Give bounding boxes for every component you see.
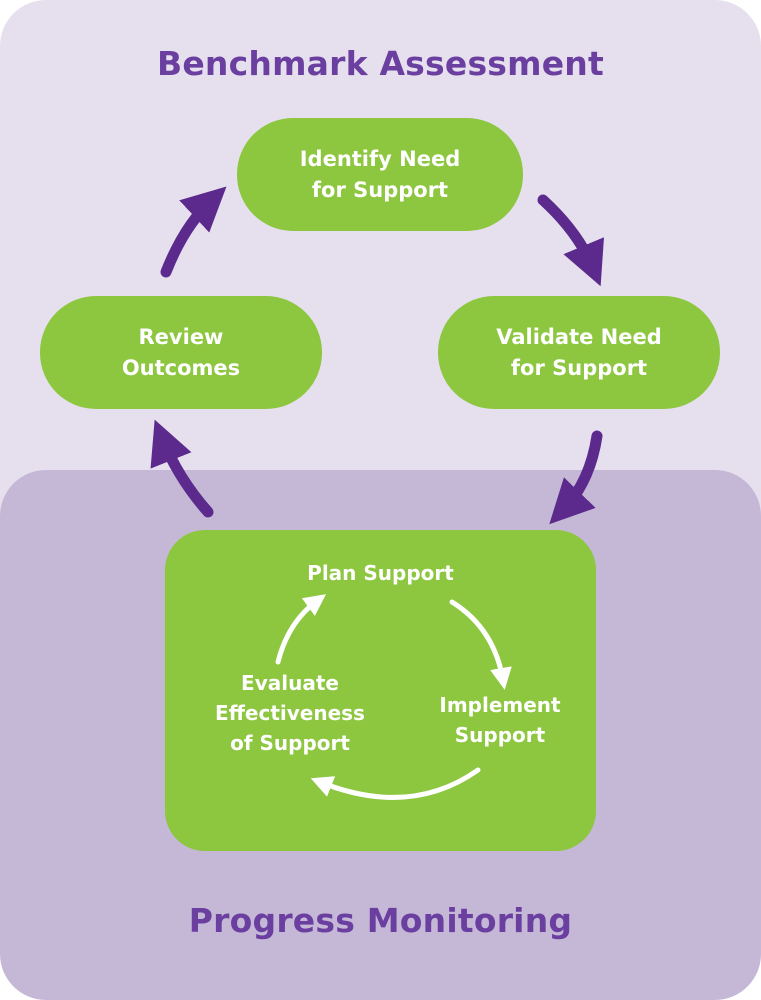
arrow-plan-to-implement [449, 599, 512, 690]
arrow-support-to-review [150, 419, 214, 518]
evaluate-line3: of Support [230, 731, 350, 755]
review-outcomes-label-line1: Review [138, 324, 224, 349]
evaluate-line1: Evaluate [241, 671, 339, 695]
identify-need-label-line1: Identify Need [299, 146, 461, 171]
validate-need-label-line1: Validate Need [496, 324, 662, 349]
arrow-implement-to-evaluate [310, 767, 481, 800]
identify-need-label-line2: for Support [311, 177, 449, 202]
arrow-validate-to-support [549, 430, 603, 525]
evaluate-effectiveness-label: Evaluate Effectiveness of Support [185, 668, 395, 758]
review-outcomes-label-line2: Outcomes [121, 355, 241, 380]
arrow-identify-to-validate [537, 194, 604, 287]
arrow-evaluate-to-plan [275, 594, 327, 665]
review-outcomes-node: Review Outcomes [40, 296, 322, 409]
identify-need-node: Identify Need for Support [237, 118, 523, 231]
progress-monitoring-title: Progress Monitoring [188, 901, 573, 940]
implement-support-label: Implement Support [410, 690, 590, 750]
validate-need-node: Validate Need for Support [438, 296, 720, 409]
benchmark-assessment-panel [0, 0, 761, 560]
evaluate-line2: Effectiveness [215, 701, 365, 725]
benchmark-assessment-title: Benchmark Assessment [157, 44, 604, 83]
implement-support-line2: Support [454, 723, 546, 747]
plan-support-label: Plan Support [307, 561, 454, 585]
arrow-review-to-identify [160, 186, 227, 278]
implement-support-line1: Implement [439, 693, 561, 717]
validate-need-label-line2: for Support [510, 355, 648, 380]
